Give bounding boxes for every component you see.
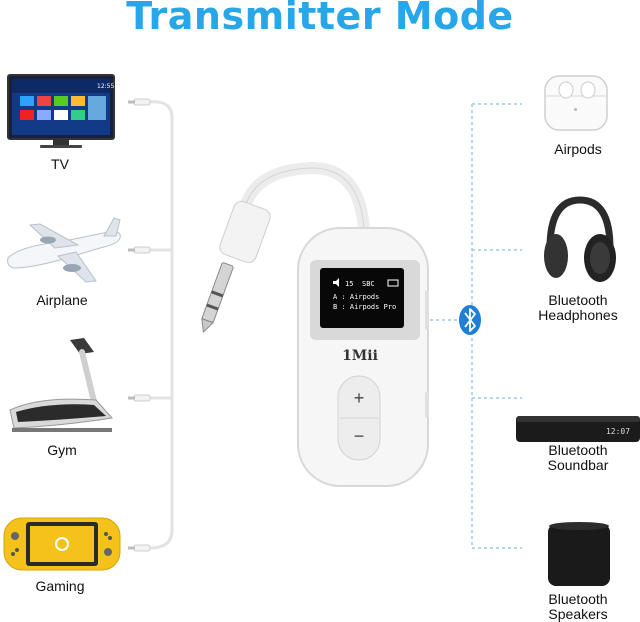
- source-label-airplane: Airplane: [36, 292, 88, 308]
- treadmill-icon: [9, 338, 113, 432]
- airplane-icon: [7, 217, 121, 283]
- source-label-gym: Gym: [47, 442, 77, 458]
- game-console-icon: [3, 517, 121, 571]
- receiver-label-headphones: Bluetooth Headphones: [538, 292, 618, 323]
- screen-volume: 15: [345, 280, 353, 288]
- source-label-tv: TV: [51, 156, 69, 172]
- minus-icon: −: [354, 426, 365, 446]
- receiver-label-speakers: Bluetooth Speakers: [548, 591, 608, 622]
- aux-cable-tree: [149, 100, 174, 550]
- plus-icon: +: [354, 388, 365, 408]
- page-title: Transmitter Mode: [126, 0, 514, 38]
- tv-icon: 12:55: [7, 74, 115, 148]
- bluetooth-icon: [459, 305, 481, 335]
- screen-codec: SBC: [362, 280, 375, 288]
- soundbar-icon: 12:07: [516, 416, 640, 442]
- receiver-label-soundbar: Bluetooth Soundbar: [547, 442, 609, 473]
- brand-logo: 1Mii: [342, 348, 378, 364]
- screen-device-b: B : Airpods Pro: [333, 303, 396, 311]
- tv-clock: 12:55: [97, 83, 114, 90]
- airpods-icon: [544, 75, 608, 131]
- receiver-label-airpods: Airpods: [554, 141, 602, 157]
- speaker-icon: [548, 522, 610, 586]
- transmitter-device: 15 SBC A : Airpods B : Airpods Pro 1Mii …: [297, 227, 429, 487]
- headphones-icon: [544, 196, 616, 282]
- device-cable: [201, 161, 370, 334]
- source-label-gaming: Gaming: [35, 578, 85, 594]
- aux-plugs: [128, 98, 151, 552]
- screen-device-a: A : Airpods: [333, 293, 379, 301]
- soundbar-display: 12:07: [606, 427, 630, 436]
